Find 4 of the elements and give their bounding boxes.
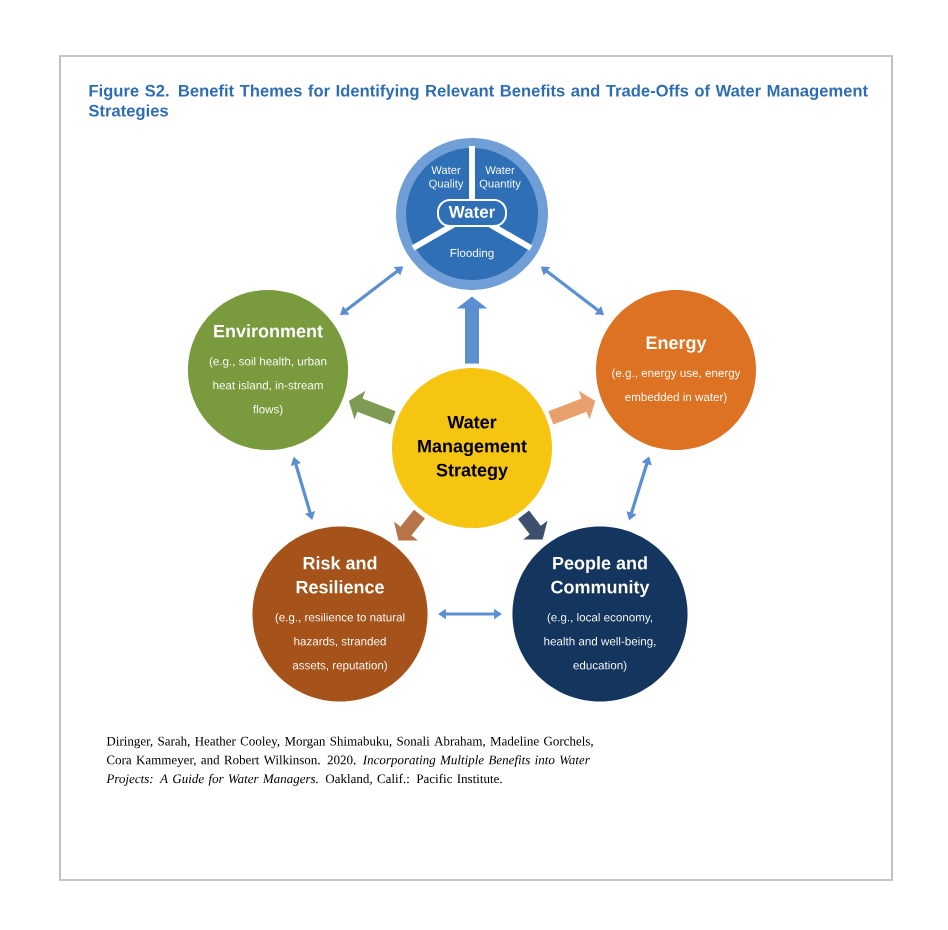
hub-label: Water <box>448 206 496 218</box>
figure-title: Figure S2. Benefit Themes for Identifying Relevant Benefits and Trade-Offs of Water Management Strategies <box>88 84 868 120</box>
block-arrow <box>518 510 548 540</box>
double-arrow <box>438 608 502 620</box>
